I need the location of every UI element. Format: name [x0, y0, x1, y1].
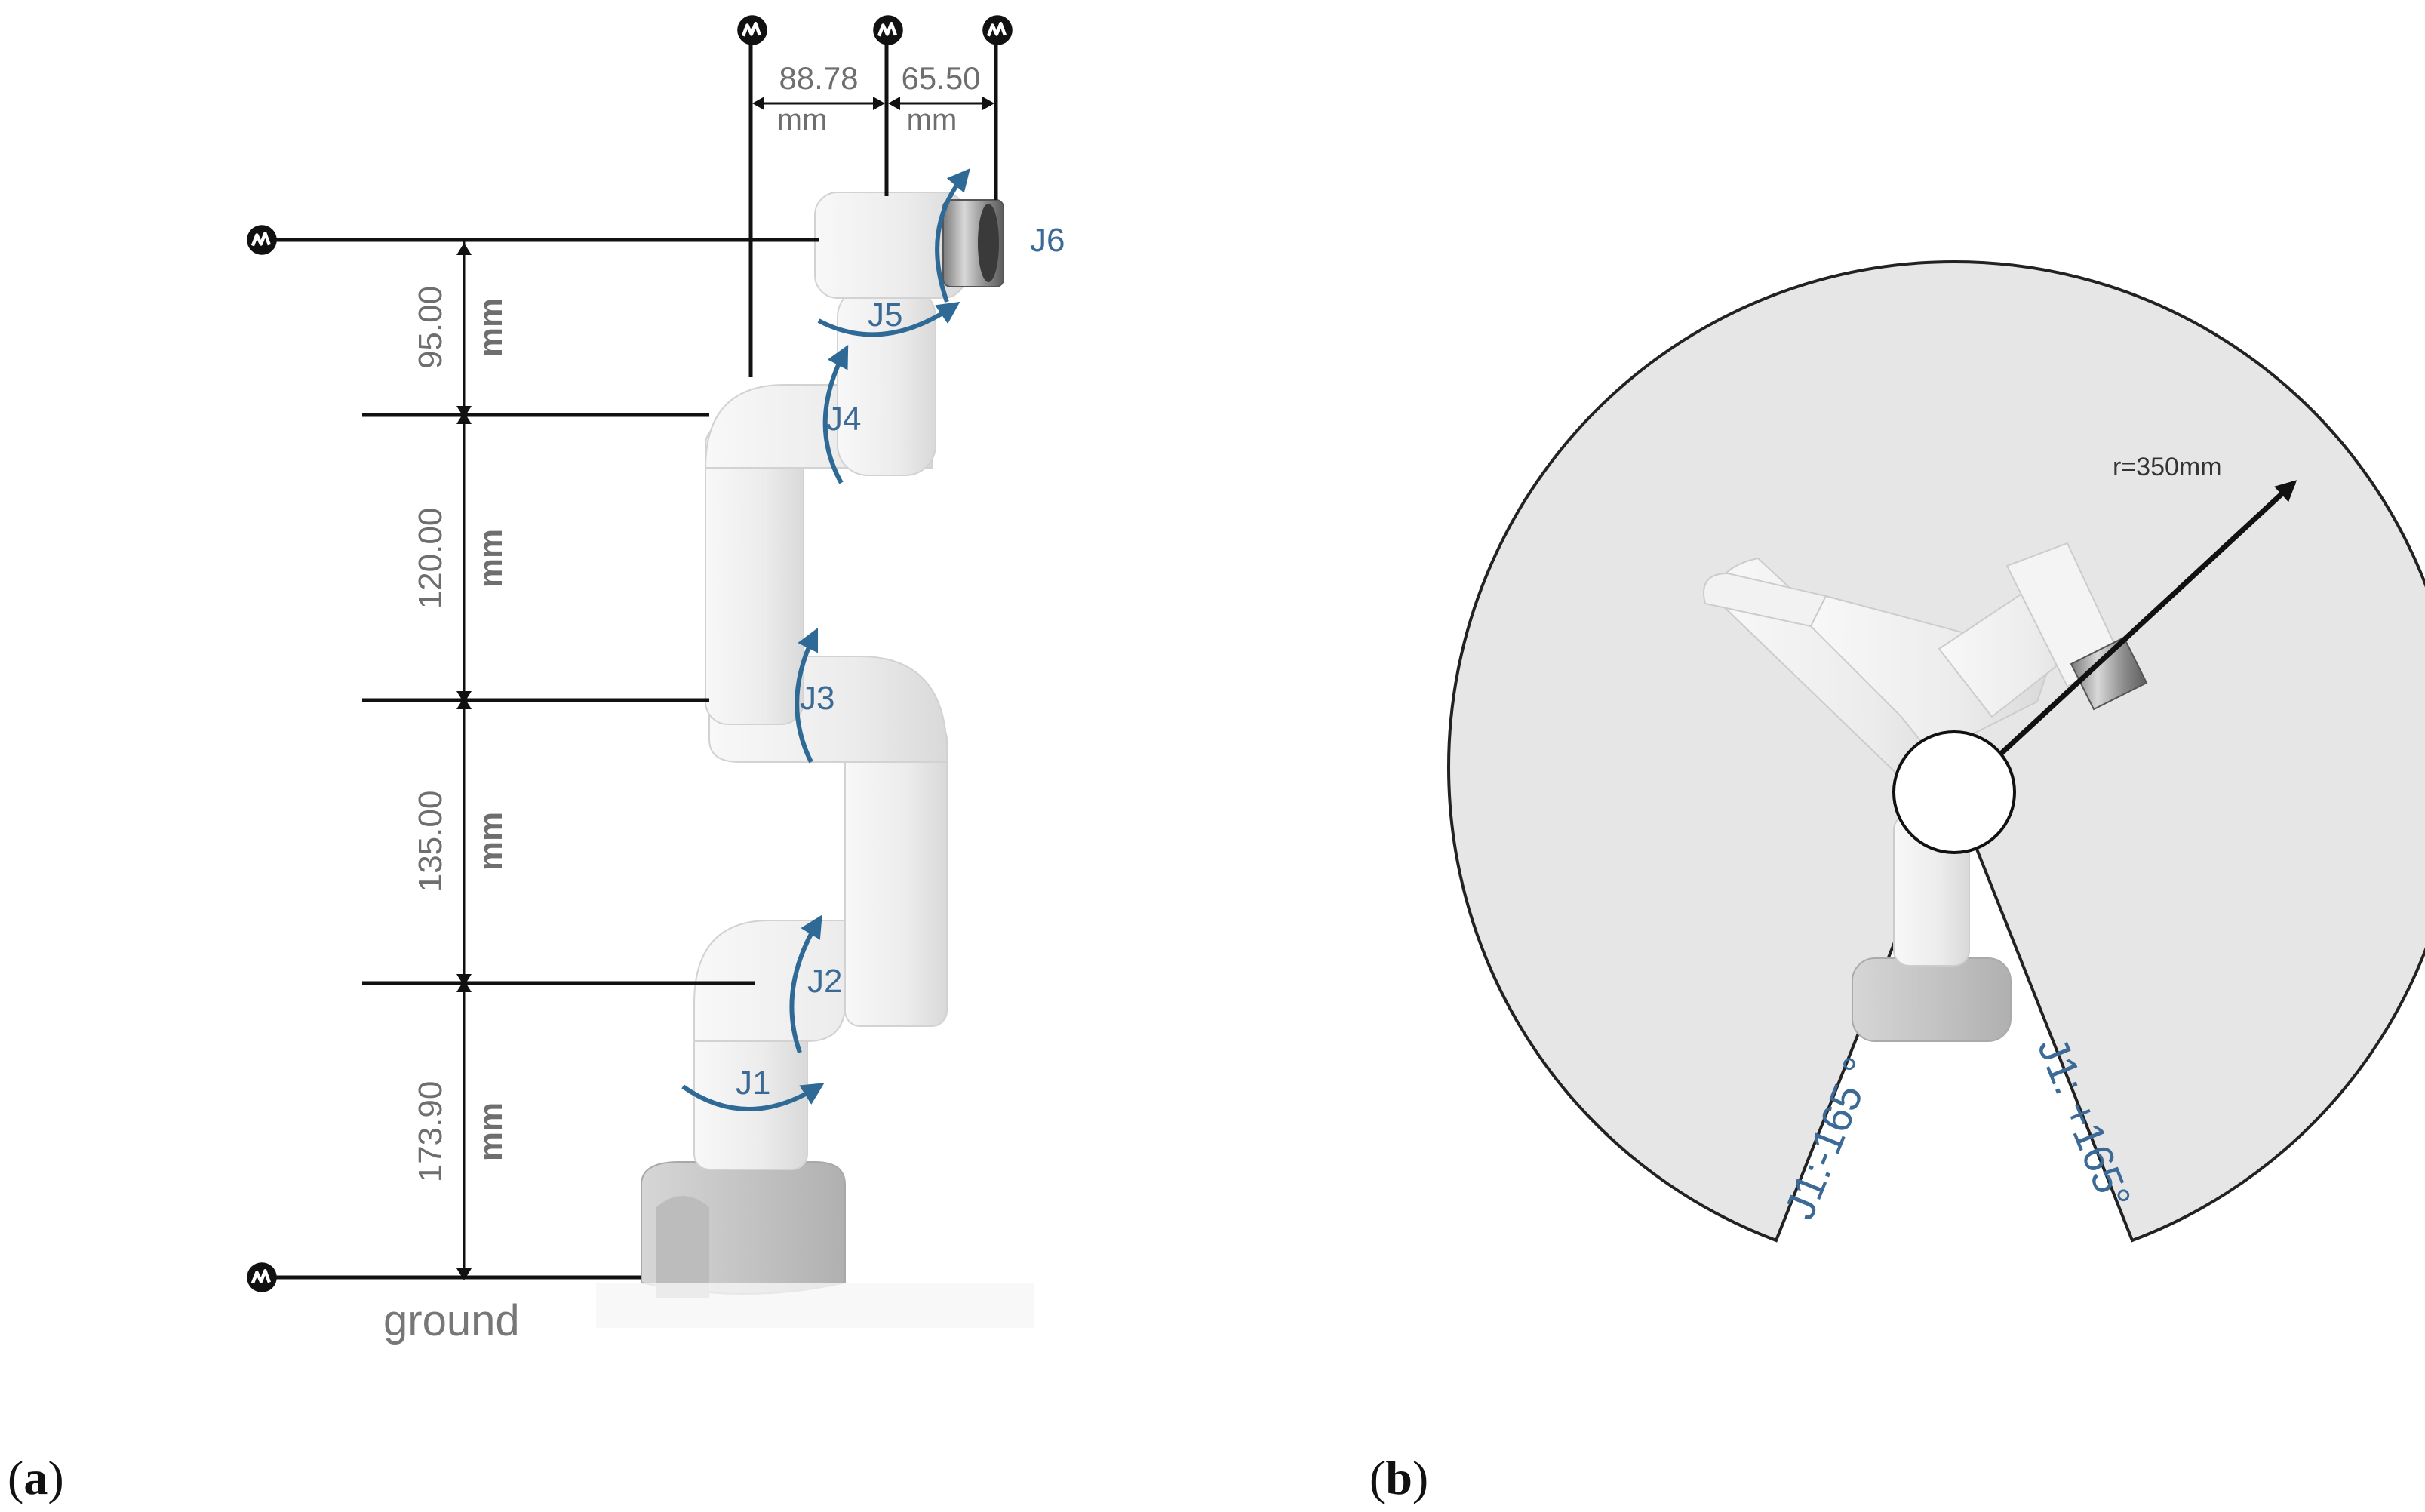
- dim-unit-95: mm: [472, 298, 509, 357]
- top-elbow: [1703, 572, 1827, 628]
- panel-b-label: (b): [1369, 1451, 1428, 1504]
- top-dim-value-1: 88.78: [779, 60, 858, 96]
- j5-arrow: [817, 301, 960, 337]
- dim-label-95: 95.00: [412, 286, 449, 369]
- base-cable-notch: [656, 1196, 709, 1298]
- dim-label-135: 135.00: [412, 791, 449, 893]
- radius-arrow: [1990, 480, 2297, 764]
- dim-unit: mm: [472, 1102, 509, 1161]
- joint-label-j4: J4: [826, 401, 861, 438]
- dim-value: 135.00: [412, 791, 449, 893]
- ground-label: ground: [383, 1296, 520, 1345]
- dim-label-173: 173.90: [412, 1081, 449, 1183]
- origin-icon: [247, 1262, 277, 1292]
- top-dim-value-2: 65.50: [901, 60, 980, 96]
- flange-face: [978, 204, 999, 282]
- panel-b-workspace: r=350mm J1:-165 ° J1: +165° (b): [1369, 260, 2425, 1504]
- dim-unit: mm: [472, 298, 509, 357]
- origin-icon: [982, 15, 1013, 45]
- joint-label-j5: J5: [868, 297, 902, 333]
- joint-label-j2: J2: [807, 963, 842, 1000]
- j2-arrow: [789, 914, 822, 1053]
- robot-top-view: [1703, 542, 2148, 1042]
- top-dimension-arrowheads: [752, 97, 994, 110]
- panel-a-robot-dimensions: 95.00 mm 120.00 mm 135.00 mm 173.90 mm: [8, 15, 1065, 1504]
- base-center-circle: [1892, 730, 2016, 854]
- origin-icon: [873, 15, 903, 45]
- joint-label-j3: J3: [800, 680, 834, 717]
- dim-unit-120: mm: [472, 529, 509, 588]
- dim-value: 95.00: [412, 286, 449, 369]
- dim-value: 120.00: [412, 508, 449, 610]
- upper-arm: [844, 724, 948, 1027]
- origin-icon: [247, 225, 277, 255]
- backdrop-shadow: [596, 1283, 1034, 1328]
- top-base: [1852, 957, 2012, 1042]
- dim-unit: mm: [472, 529, 509, 588]
- vertical-dimension-arrowheads: [456, 243, 472, 1280]
- robot-arm-side-view: [596, 192, 1034, 1328]
- dim-unit: mm: [472, 812, 509, 871]
- joint-arrows: [681, 168, 970, 1111]
- joint-label-j1: J1: [736, 1065, 770, 1102]
- joint-label-j6: J6: [1030, 222, 1065, 259]
- dim-value: 173.90: [412, 1081, 449, 1183]
- dim-label-120: 120.00: [412, 508, 449, 610]
- j3-arrow: [795, 627, 819, 764]
- j4-arrow: [822, 345, 849, 484]
- dim-unit-135: mm: [472, 812, 509, 871]
- panel-a-label: (a): [8, 1451, 64, 1504]
- top-dim-unit-1: mm: [777, 103, 828, 137]
- top-flange: [2070, 636, 2148, 711]
- top-dimensions: [748, 30, 998, 377]
- dim-unit-173: mm: [472, 1102, 509, 1161]
- j6-arrow: [935, 168, 970, 303]
- j1-arrow: [681, 1083, 825, 1111]
- radius-label: r=350mm: [2113, 453, 2222, 481]
- origin-icon: [737, 15, 767, 45]
- top-dim-unit-2: mm: [907, 103, 957, 137]
